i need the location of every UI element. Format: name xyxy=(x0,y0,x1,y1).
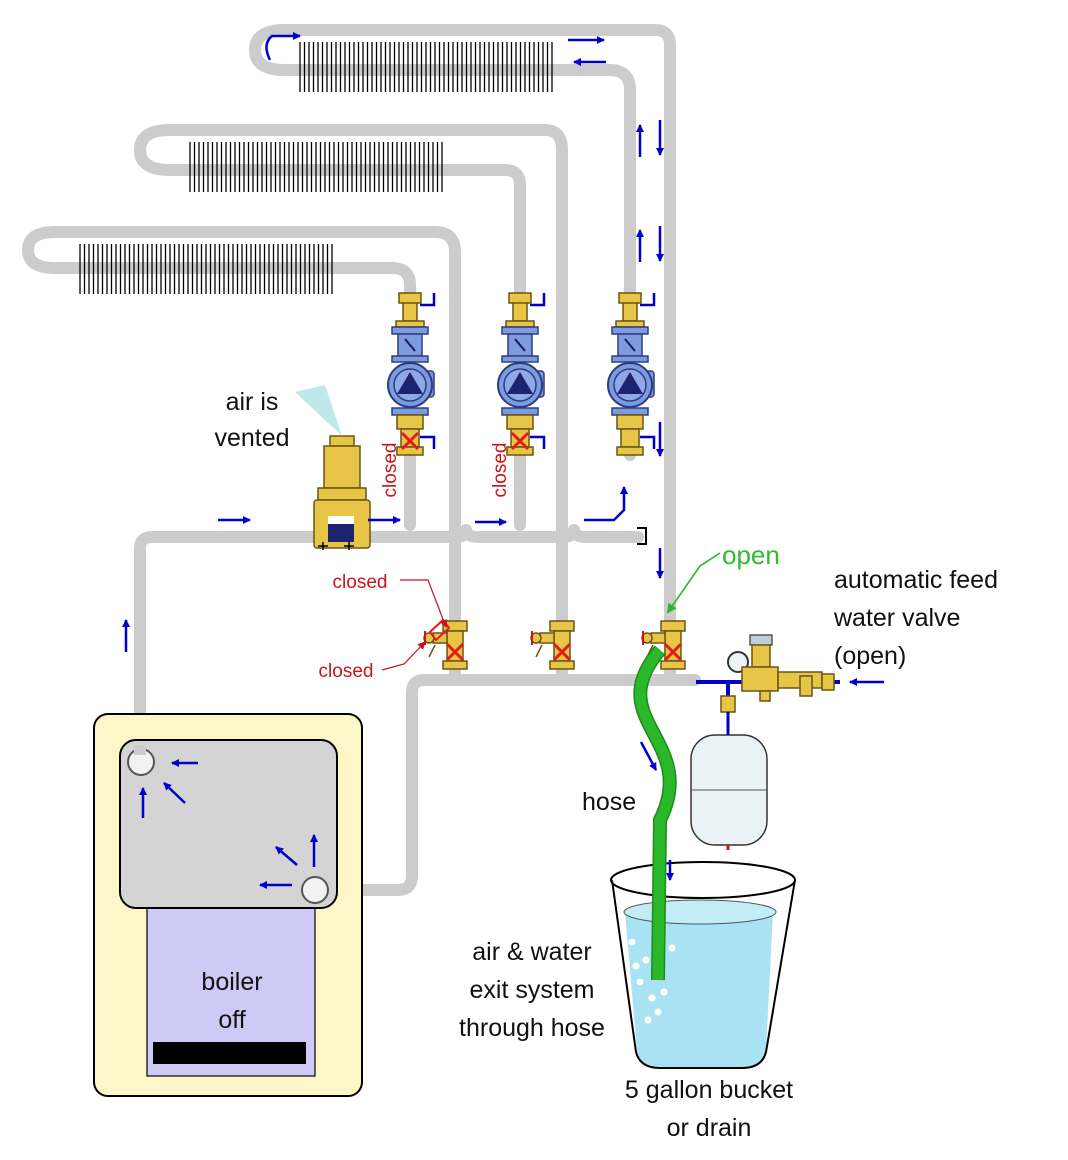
label-exit-1: air & water xyxy=(472,938,591,966)
purge-hose xyxy=(633,645,677,981)
label-closed-vertical-1: closed xyxy=(380,443,401,498)
label-feed-valve-2: water valve xyxy=(833,604,960,632)
label-exit-3: through hose xyxy=(459,1014,605,1042)
boiler-label-line2: off xyxy=(218,1006,245,1034)
label-feed-valve-3: (open) xyxy=(834,642,906,670)
label-closed-lower: closed xyxy=(319,661,374,682)
label-open: open xyxy=(722,540,780,570)
baseboard-fins xyxy=(79,42,553,294)
closed-leaders xyxy=(381,579,448,671)
flow-arrows xyxy=(122,32,884,889)
expansion-tank xyxy=(690,712,768,850)
label-bucket-1: 5 gallon bucket xyxy=(625,1076,793,1104)
circulator-zone-1 xyxy=(386,291,436,457)
header-end-cap xyxy=(637,527,647,545)
boiler: boiler off xyxy=(93,713,363,1097)
air-bubbles xyxy=(628,938,676,1024)
label-closed-vertical-2: closed xyxy=(490,443,511,498)
label-bucket-2: or drain xyxy=(667,1114,752,1142)
feed-valve-assembly xyxy=(720,634,835,713)
boiler-label-line1: boiler xyxy=(201,968,262,996)
vent-cone xyxy=(295,385,342,436)
label-hose: hose xyxy=(582,788,636,816)
air-separator xyxy=(313,435,371,550)
label-air-vented-1: air is xyxy=(226,388,279,416)
circulator-zone-3 xyxy=(606,291,656,457)
open-leader xyxy=(666,552,721,614)
circulator-zone-2 xyxy=(496,291,546,457)
label-air-vented-2: vented xyxy=(214,424,289,452)
label-closed-upper: closed xyxy=(333,572,388,593)
label-exit-2: exit system xyxy=(469,976,594,1004)
closed-drain-mark xyxy=(428,618,451,642)
pipe-network xyxy=(22,24,701,896)
burner-plate xyxy=(153,1042,306,1064)
label-feed-valve-1: automatic feed xyxy=(834,566,998,594)
